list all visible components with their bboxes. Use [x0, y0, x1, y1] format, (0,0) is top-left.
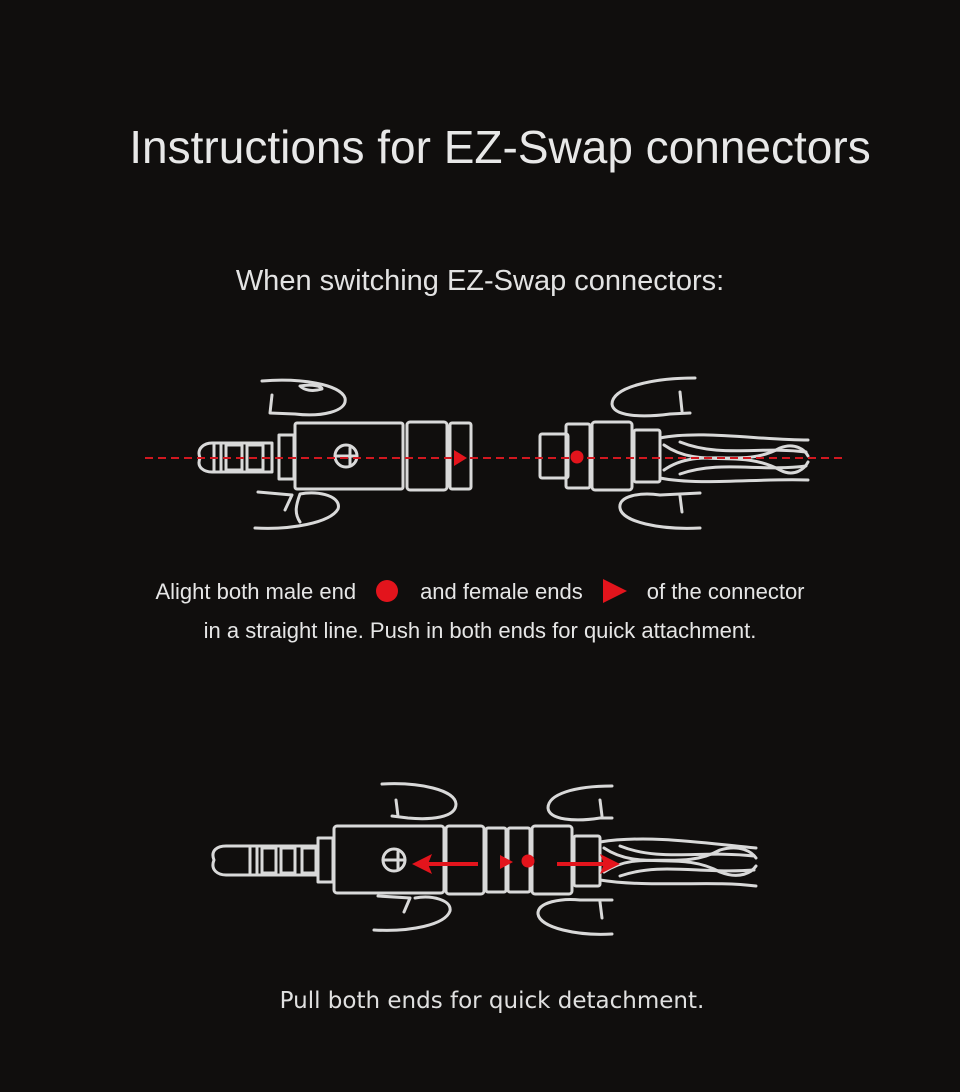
page-title: Instructions for EZ-Swap connectors: [129, 121, 871, 173]
female-plug-illustration: [538, 376, 810, 530]
braided-cable: [598, 837, 758, 888]
detach-instruction: Pull both ends for quick detachment.: [279, 988, 705, 1014]
red-dot-icon: [376, 580, 399, 602]
braided-cable: [658, 433, 810, 484]
attach-instruction-line1: Alight both male end and female ends of th…: [0, 579, 960, 605]
attach-instruction-line2: in a straight line. Push in both ends fo…: [203, 618, 757, 643]
pull-right-arrow: [557, 854, 620, 874]
female-marker-triangle: [500, 855, 513, 869]
finger-bottom-left: [253, 490, 340, 530]
detach-diagram: [211, 782, 758, 936]
female-marker-triangle: [454, 450, 467, 466]
finger-bottom-right: [618, 491, 702, 530]
plug-tip: [197, 441, 274, 474]
male-marker-dot: [521, 854, 535, 868]
finger-top-left-nail: [298, 383, 324, 392]
male-marker-dot: [570, 450, 584, 464]
attach-text-part3: of the connector: [646, 579, 805, 604]
finger-top-right: [610, 376, 697, 418]
finger-top-left: [260, 378, 347, 417]
male-plug-illustration: [197, 378, 473, 530]
pull-left-arrow: [412, 854, 478, 874]
section-subtitle: When switching EZ-Swap connectors:: [235, 265, 725, 297]
attach-text-part2: and female ends: [420, 579, 583, 604]
attach-text-part1: Alight both male end: [155, 579, 357, 604]
attach-diagram: [145, 376, 845, 530]
red-triangle-icon: [602, 579, 627, 603]
connected-plug-illustration: [211, 782, 758, 936]
